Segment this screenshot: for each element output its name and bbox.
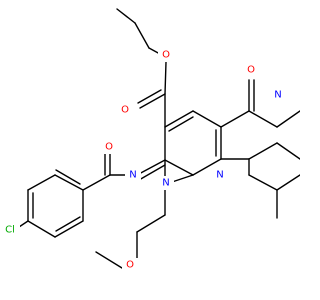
bonds	[15, 8, 300, 269]
bond	[276, 142, 300, 160]
bond	[248, 142, 278, 160]
bond	[168, 116, 194, 132]
bond	[164, 110, 194, 128]
bond	[137, 89, 162, 104]
bond	[95, 251, 123, 269]
bond	[171, 174, 194, 183]
atom-cl: Cl	[5, 225, 15, 236]
bond	[248, 174, 278, 191]
bond	[138, 164, 166, 181]
bond	[139, 93, 166, 109]
molecule-structure: O O O O O N N N N Cl	[0, 8, 300, 272]
atom-o-ester-ether: O	[162, 50, 170, 61]
bond	[164, 159, 194, 176]
bond	[276, 174, 300, 191]
atom-o-amide: O	[105, 142, 113, 153]
atom-o-ketone: O	[247, 65, 255, 76]
bond	[134, 22, 150, 49]
bond	[116, 8, 136, 24]
atom-n-ring1: N	[162, 178, 169, 189]
atom-o-methoxy: O	[126, 260, 134, 271]
bond	[220, 110, 250, 128]
bond	[276, 110, 300, 128]
bond	[27, 220, 56, 238]
bond	[55, 169, 81, 185]
atom-n-imine: N	[129, 170, 136, 181]
atom-n-ring-top: N	[274, 90, 281, 101]
atom-labels: O O O O O N N N N Cl	[0, 48, 286, 272]
bond	[82, 174, 111, 191]
bond	[55, 216, 81, 232]
bond	[27, 174, 56, 191]
bond	[192, 158, 222, 176]
bond	[192, 110, 222, 128]
bond	[164, 61, 167, 95]
bond	[136, 214, 166, 233]
bond	[248, 110, 278, 128]
atom-o-ester-carbonyl: O	[121, 105, 129, 116]
bond	[136, 159, 166, 176]
atom-n-ring-mid: N	[216, 170, 223, 181]
bond	[54, 220, 84, 238]
bond	[54, 174, 84, 191]
